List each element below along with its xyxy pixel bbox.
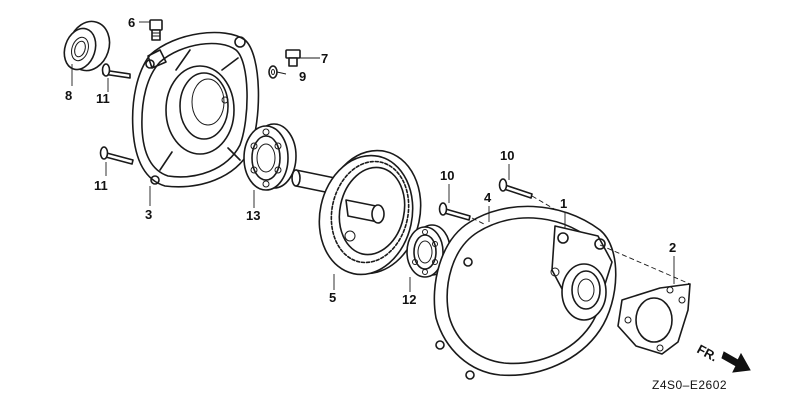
alignment-lines — [471, 195, 691, 285]
front-arrow-icon — [721, 351, 751, 373]
gear-case-4 — [433, 205, 617, 380]
direction-label: FR. — [695, 341, 721, 364]
gear-shaft-5 — [291, 149, 422, 276]
washer-9 — [268, 65, 278, 79]
drawing-code: Z4S0–E2602 — [652, 378, 727, 392]
callout-7: 7 — [321, 51, 328, 66]
callout-6: 6 — [128, 15, 135, 30]
gasket-2 — [617, 283, 691, 355]
callout-3: 3 — [145, 207, 152, 222]
callout-9: 9 — [299, 69, 306, 84]
callout-2: 2 — [669, 240, 676, 255]
ball-bearing-13 — [243, 123, 297, 191]
bolt-7 — [285, 49, 301, 67]
oil-seal-8 — [63, 20, 111, 72]
callout-5: 5 — [329, 290, 336, 305]
flange-bolt-11-lower — [99, 146, 134, 165]
callout-12: 12 — [402, 292, 416, 307]
callout-10-left: 10 — [440, 168, 454, 183]
plug-bolt-6 — [149, 19, 163, 41]
callout-10-right: 10 — [500, 148, 514, 163]
callout-11-lower: 11 — [94, 178, 108, 193]
front-direction-indicator: FR. — [695, 341, 751, 373]
callout-11-upper: 11 — [96, 91, 110, 106]
callout-1: 1 — [560, 196, 567, 211]
leader-lines — [71, 21, 675, 292]
gear-case-cover-3 — [131, 31, 260, 188]
callout-13: 13 — [246, 208, 260, 223]
flange-bolt-10-right — [498, 178, 533, 199]
flange-bolt-11-upper — [101, 63, 131, 79]
callout-4: 4 — [484, 190, 492, 205]
callout-8: 8 — [65, 88, 72, 103]
flange-bolt-10-left — [438, 202, 471, 221]
